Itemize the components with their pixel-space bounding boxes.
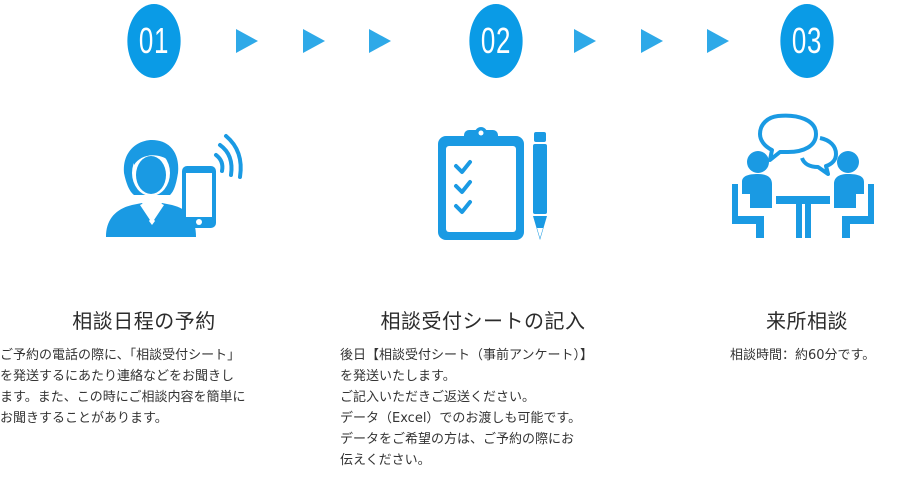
arrow-icon bbox=[303, 29, 325, 53]
arrow-icon bbox=[369, 29, 391, 53]
description-line: 伝えください。 bbox=[340, 453, 431, 468]
arrow-icon bbox=[641, 29, 663, 53]
step-2-description: 後日【相談受付シート（事前アンケート）】 を発送いたします。 ご記入いただきご返… bbox=[340, 345, 593, 471]
meeting-table-icon bbox=[732, 113, 874, 238]
description-line: を発送いたします。 bbox=[340, 369, 456, 384]
arrow-icon bbox=[236, 29, 258, 53]
description-line: 後日【相談受付シート（事前アンケート）】 bbox=[340, 348, 593, 363]
description-line: お聞きすることがあります。 bbox=[0, 411, 168, 426]
step-1-badge: 01 bbox=[127, 4, 181, 78]
step-2-title: 相談受付シートの記入 bbox=[380, 309, 586, 333]
arrow-icon bbox=[574, 29, 596, 53]
step-1-title: 相談日程の予約 bbox=[72, 309, 216, 333]
description-line: データ（Excel）でのお渡しも可能です。 bbox=[340, 411, 582, 426]
description-line: ます。また、この時にご相談内容を簡単に bbox=[0, 390, 246, 405]
step-3-title: 来所相談 bbox=[766, 309, 848, 333]
step-1-description: ご予約の電話の際に、「相談受付シート」 を発送するにあたり連絡などをお聞きし ま… bbox=[0, 345, 245, 429]
description-line: ご記入いただきご返送ください。 bbox=[340, 390, 536, 405]
step-2-badge: 02 bbox=[469, 4, 523, 78]
description-line: ご予約の電話の際に、「相談受付シート」 bbox=[0, 348, 241, 363]
arrow-icon bbox=[707, 29, 729, 53]
step-3-description: 相談時間：約60分です。 bbox=[730, 345, 875, 366]
description-line: 相談時間：約60分です。 bbox=[730, 348, 876, 363]
description-line: データをご希望の方は、ご予約の際にお bbox=[340, 432, 575, 447]
person-phone-icon bbox=[106, 134, 243, 237]
step-3-badge: 03 bbox=[780, 4, 834, 78]
description-line: を発送するにあたり連絡などをお聞きし bbox=[0, 369, 235, 384]
clipboard-checklist-pen-icon bbox=[438, 127, 547, 240]
